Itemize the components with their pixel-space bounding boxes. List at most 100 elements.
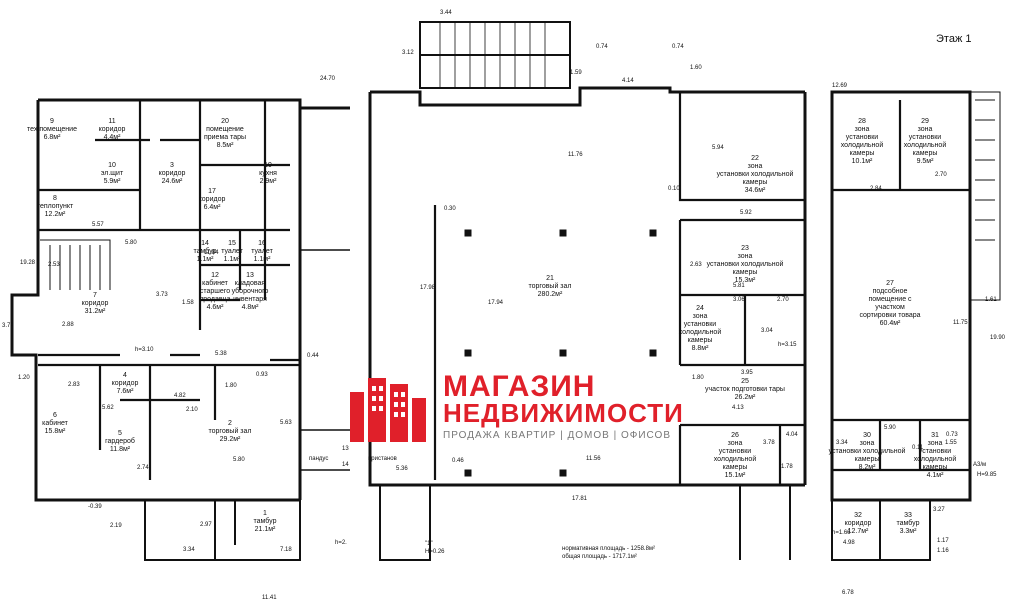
room-label-r26: 26 зона установки холодильной камеры 15.… bbox=[713, 432, 757, 479]
dimension-label: 5.90 bbox=[884, 425, 896, 431]
room-label-r9: 9 тех.помещение 6.8м² bbox=[27, 118, 77, 141]
room-label-r7: 7 коридор 31.2м² bbox=[81, 292, 109, 315]
dimension-label: 0.30 bbox=[444, 206, 456, 212]
dimension-label: h=3.15 bbox=[778, 342, 797, 348]
dimension-label: 4.13 bbox=[732, 405, 744, 411]
footnote-areas: нормативная площадь - 1258.8м² общая пло… bbox=[562, 545, 655, 561]
dimension-label: 5.81 bbox=[733, 283, 745, 289]
room-label-r5: 5 гардероб 11.8м² bbox=[105, 430, 135, 453]
dimension-label: 5.94 bbox=[712, 145, 724, 151]
room-label-r6: 6 кабинет 15.8м² bbox=[42, 412, 68, 435]
dimension-label: 5.57 bbox=[92, 222, 104, 228]
dimension-label: 5.92 bbox=[740, 210, 752, 216]
dimension-label: 17.94 bbox=[488, 300, 504, 306]
room-label-r21: 21 торговый зал 280.2м² bbox=[528, 275, 572, 298]
room-label-r17: 17 коридор 6.4м² bbox=[198, 188, 226, 211]
dimension-label: 5.80 bbox=[233, 457, 245, 463]
room-label-r28: 28 зона установки холодильной камеры 10.… bbox=[840, 118, 884, 165]
dimension-label: 0.93 bbox=[256, 372, 268, 378]
dimension-label: 2.19 bbox=[110, 523, 122, 529]
watermark-title-line1: МАГАЗИН bbox=[443, 370, 596, 403]
dimension-label: 2.84 bbox=[870, 186, 882, 192]
dimension-label: 0.73 bbox=[946, 432, 958, 438]
room-label-r25: 25 участок подготовки тары 26.2м² bbox=[705, 378, 785, 401]
dimension-label: 11.56 bbox=[586, 456, 601, 462]
left-inner-walls bbox=[38, 100, 300, 480]
dimension-label: h=1.66 bbox=[832, 530, 851, 536]
mid-stair-box bbox=[419, 21, 571, 89]
dimension-label: 4.14 bbox=[622, 78, 634, 84]
dimension-label: 2.88 bbox=[62, 322, 74, 328]
room-label-r32: 32 коридор 12.7м² bbox=[844, 512, 872, 535]
room-label-r10: 10 эл.щит 5.9м² bbox=[100, 162, 124, 185]
sheet-gap-2 bbox=[808, 80, 830, 603]
right-inner-walls bbox=[832, 100, 970, 472]
dimension-label: 12.69 bbox=[832, 83, 848, 89]
dimension-label: h=3.10 bbox=[135, 347, 154, 353]
room-label-r30: 30 зона установки холодильной камеры 8.2… bbox=[828, 432, 906, 471]
dimension-label: 1.78 bbox=[781, 464, 793, 470]
dimension-label: 2.53 bbox=[48, 262, 60, 268]
room-label-r3: 3 коридор 24.6м² bbox=[158, 162, 186, 185]
dimension-label: 3.72 bbox=[2, 323, 14, 329]
dimension-label: 3.27 bbox=[933, 507, 945, 513]
room-label-r12: 12 кабинет старшего продавца 4.6м² bbox=[199, 272, 231, 311]
dimension-label: 2.10 bbox=[186, 407, 198, 413]
misc-label-13: 13 bbox=[342, 446, 349, 452]
mid-stair-steps bbox=[439, 22, 546, 88]
dimension-label: 0.74 bbox=[672, 44, 684, 50]
dimension-label: 2.70 bbox=[935, 172, 947, 178]
mid-inner-walls bbox=[433, 92, 805, 485]
dimension-label: 3.04 bbox=[761, 328, 773, 334]
building-logo-icon bbox=[350, 378, 426, 442]
watermark-subtitle: ПРОДАЖА КВАРТИР | ДОМОВ | ОФИСОВ bbox=[443, 430, 671, 441]
mid-outer-wall bbox=[368, 86, 807, 487]
dimension-label: 5.62 bbox=[102, 405, 114, 411]
room-label-r1: 1 тамбур 21.1м² bbox=[253, 510, 277, 533]
dimension-label: 19.28 bbox=[20, 260, 36, 266]
left-stair bbox=[40, 239, 111, 290]
dimension-label: 4.82 bbox=[174, 393, 186, 399]
dimension-label: Н=9.85 bbox=[977, 472, 997, 478]
room-label-r16: 16 туалет 1.1м² bbox=[251, 240, 273, 263]
sheet-gap-1 bbox=[352, 80, 368, 603]
dimension-label: 2.97 bbox=[200, 522, 212, 528]
dimension-label: 1.80 bbox=[692, 375, 704, 381]
dimension-label: 1.58 bbox=[182, 300, 194, 306]
mid-columns bbox=[464, 229, 657, 477]
right-bottom-annex bbox=[831, 500, 931, 561]
dimension-label: 5.63 bbox=[280, 420, 292, 426]
dimension-label: 3.73 bbox=[156, 292, 168, 298]
dimension-label: 3.12 bbox=[402, 50, 414, 56]
dimension-label: 5.80 bbox=[125, 240, 137, 246]
dimension-label: 1.16 bbox=[937, 548, 949, 554]
room-label-r8: 8 теплопункт 12.2м² bbox=[36, 195, 74, 218]
misc-label-pandus: пандус bbox=[309, 456, 329, 462]
dimension-label: h=2. bbox=[335, 540, 347, 546]
dimension-label: А3/м bbox=[973, 462, 987, 468]
room-label-r27: 27 подсобное помещение с участком сортир… bbox=[859, 280, 921, 327]
footnote-mark: "1" Н=0.26 bbox=[425, 540, 445, 556]
room-label-r13: 13 кладовая уборочного инвентаря 4.8м² bbox=[231, 272, 269, 311]
dimension-label: 19.90 bbox=[990, 335, 1006, 341]
room-label-r19: 19 кухня 2.9м² bbox=[259, 162, 277, 185]
room-label-r15: 15 туалет 1.1м² bbox=[221, 240, 243, 263]
dimension-label: 2.70 bbox=[777, 297, 789, 303]
room-label-r24: 24 зона установки холодильной камеры 8.8… bbox=[678, 305, 722, 352]
dimension-label: 0.74 bbox=[596, 44, 608, 50]
dimension-label: 5.38 bbox=[215, 351, 227, 357]
dimension-label: 3.78 bbox=[763, 440, 775, 446]
dimension-label: 11.75 bbox=[953, 320, 968, 326]
dimension-label: 0.46 bbox=[452, 458, 464, 464]
dimension-label: 17.98 bbox=[420, 285, 436, 291]
dimension-label: 6.78 bbox=[842, 590, 854, 596]
dimension-label: 3.06 bbox=[733, 297, 745, 303]
dimension-label: 1.20 bbox=[18, 375, 30, 381]
footnote-line1: нормативная площадь - 1258.8м² bbox=[562, 546, 656, 552]
room-label-r23: 23 зона установки холодильной камеры 15.… bbox=[706, 245, 784, 284]
room-label-r22: 22 зона установки холодильной камеры 34.… bbox=[716, 155, 794, 194]
dimension-label: 5.36 bbox=[396, 466, 408, 472]
dimension-label: 11.41 bbox=[262, 595, 277, 601]
dimension-label: 3.34 bbox=[183, 547, 195, 553]
